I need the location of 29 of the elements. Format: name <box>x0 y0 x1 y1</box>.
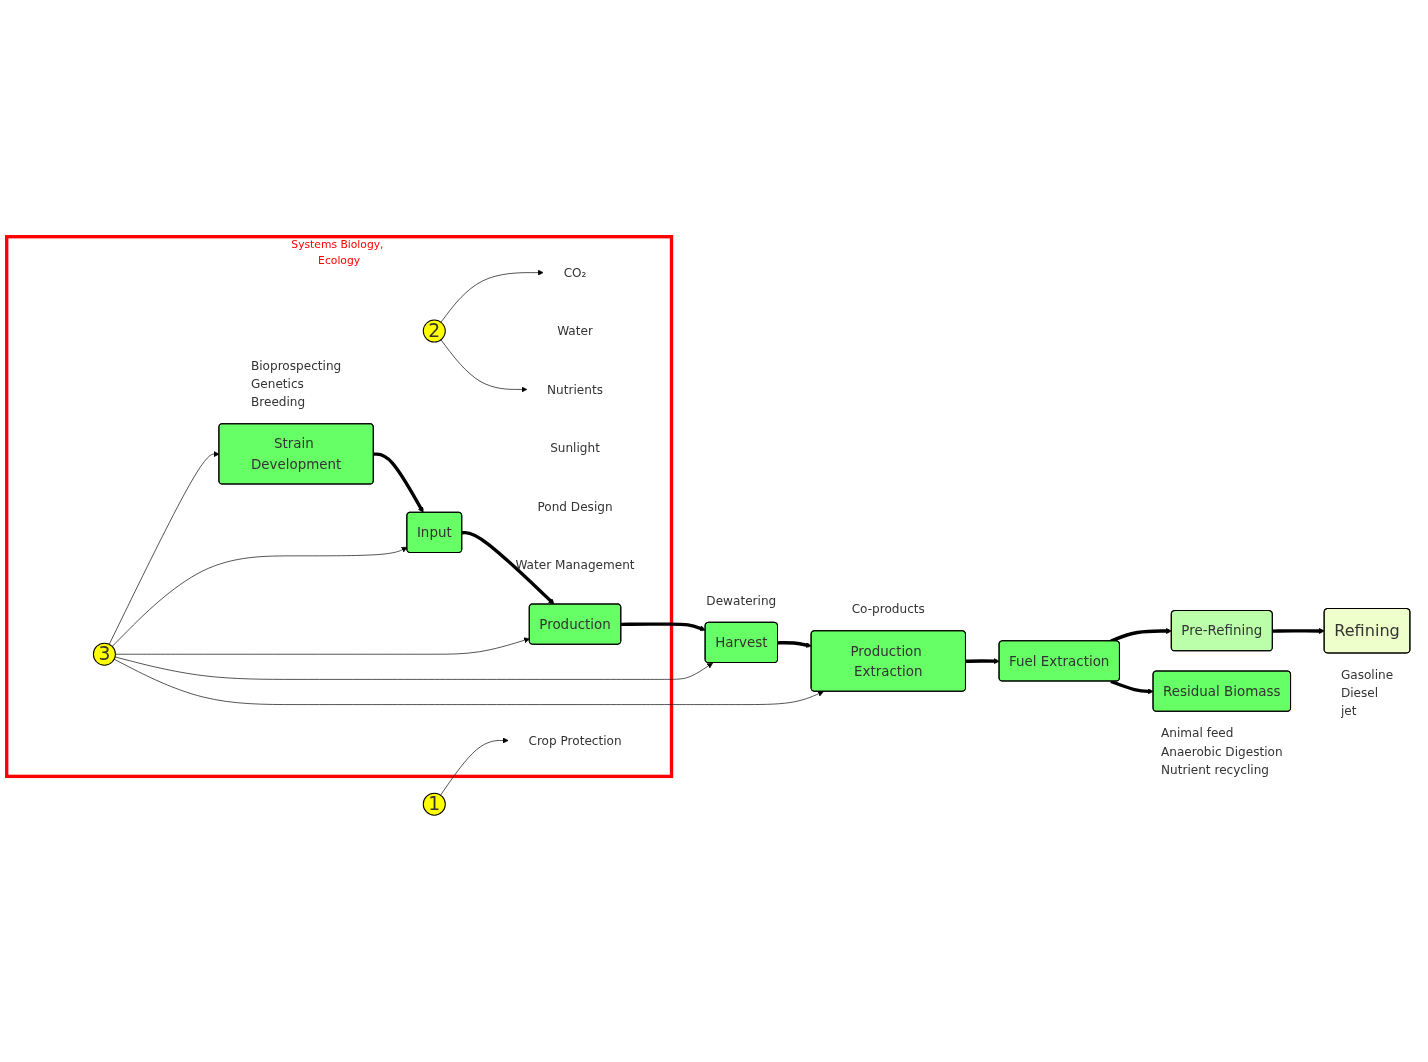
node-label: Dewatering <box>706 593 777 608</box>
arrow <box>1110 628 1172 643</box>
arrow <box>1272 628 1325 634</box>
node-label: Genetics <box>250 376 304 391</box>
node-label: Bioprospecting <box>250 358 342 373</box>
node-circle: 3 <box>92 642 116 666</box>
node-text: Pond Design <box>537 499 613 514</box>
node-label: Co-products <box>851 601 925 616</box>
arrow <box>373 452 424 513</box>
node-circle: 1 <box>422 792 446 816</box>
node-label: Anaerobic Digestion <box>1161 744 1283 759</box>
node-label: Animal feed <box>1161 726 1234 741</box>
node-label: Gasoline <box>1340 667 1394 682</box>
node-label: Breeding <box>250 394 306 409</box>
arrow <box>1110 679 1154 695</box>
arrow <box>965 658 1000 665</box>
node-text: CO₂ <box>563 265 587 280</box>
node-text: Water <box>557 323 593 339</box>
node-text: Water Management <box>515 557 635 572</box>
node-label: jet <box>1340 703 1357 718</box>
arrow <box>777 641 812 648</box>
node-circle: 2 <box>422 319 446 343</box>
node-text: Sunlight <box>550 440 600 455</box>
arrow <box>621 622 706 632</box>
node-text: Nutrients <box>547 382 603 397</box>
arrow <box>462 530 555 605</box>
node-label: Nutrient recycling <box>1161 762 1270 777</box>
node-label: Diesel <box>1340 685 1379 700</box>
node-text: Crop Protection <box>528 733 622 748</box>
